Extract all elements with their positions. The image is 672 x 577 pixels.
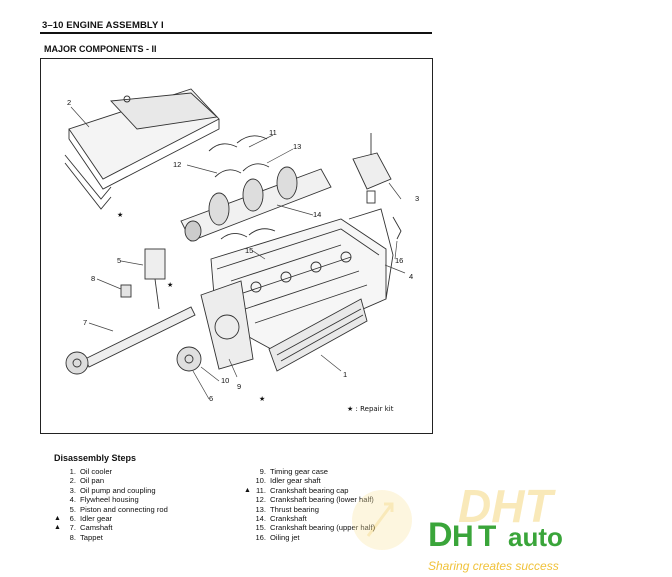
svg-text:D: D (428, 516, 453, 554)
bearing-caps-drawing (208, 135, 276, 240)
header-rule (40, 32, 432, 34)
engine-exploded-illustration: 1 2 3 4 5 6 7 8 9 10 11 12 13 14 15 16 ★… (64, 88, 419, 413)
callout-7: 7 (83, 318, 87, 327)
repair-kit-star: ★ (167, 281, 173, 289)
list-item: 16.Oiling jet (255, 532, 300, 542)
svg-text:T: T (478, 520, 496, 553)
callout-16: 16 (395, 256, 403, 265)
oil-pump-drawing (352, 133, 392, 204)
list-item: ▲11.Crankshaft bearing cap (244, 485, 349, 495)
callout-2: 2 (67, 98, 71, 107)
callout-11: 11 (269, 128, 277, 137)
exploded-view-diagram: 1 2 3 4 5 6 7 8 9 10 11 12 13 14 15 16 ★… (40, 58, 433, 434)
oil-cooler-drawing (268, 298, 368, 372)
callout-9: 9 (237, 382, 241, 391)
list-item: 2.Oil pan (69, 476, 105, 486)
disassembly-steps-right: 9.Timing gear case 10.Idler gear shaft ▲… (244, 467, 375, 542)
disassembly-steps-left: 1.Oil cooler 2.Oil pan 3.Oil pump and co… (54, 467, 168, 542)
list-item: 5.Piston and connecting rod (69, 504, 168, 514)
callout-8: 8 (91, 274, 95, 283)
svg-text:DHT: DHT (458, 480, 556, 532)
list-item: 12.Crankshaft bearing (lower half) (255, 495, 374, 505)
list-item: 3.Oil pump and coupling (69, 485, 156, 495)
list-item: ▲7.Camshaft (54, 523, 113, 533)
repair-kit-note: ★ : Repair kit (347, 405, 394, 413)
callout-3: 3 (415, 194, 419, 203)
callout-1: 1 (343, 370, 347, 379)
list-item: 9.Timing gear case (259, 467, 328, 476)
leader-lines (70, 106, 406, 400)
callout-5: 5 (117, 256, 121, 265)
svg-text:auto: auto (508, 522, 563, 552)
section-title: MAJOR COMPONENTS - II (44, 44, 157, 54)
list-item: 4.Flywheel housing (69, 495, 139, 505)
camshaft-drawing (65, 306, 196, 375)
repair-kit-star: ★ (117, 211, 123, 219)
page-header-title: 3–10 ENGINE ASSEMBLY I (42, 20, 164, 31)
list-item: 15.Crankshaft bearing (upper half) (255, 523, 376, 533)
dhtauto-watermark-logo: DHT D H T auto Sharing creates success (340, 470, 672, 577)
callout-15: 15 (245, 246, 253, 255)
callout-6: 6 (209, 394, 213, 403)
timing-gear-case-drawing (200, 280, 254, 370)
idler-gear-drawing (176, 346, 202, 372)
oiling-jet-drawing (392, 216, 402, 240)
list-item: 1.Oil cooler (69, 467, 113, 476)
list-item: 13.Thrust bearing (255, 504, 319, 514)
svg-text:H: H (452, 520, 474, 553)
callout-10: 10 (221, 376, 229, 385)
callout-4: 4 (409, 272, 413, 281)
list-item: ▲6.Idler gear (54, 514, 113, 524)
piston-rod-drawing (120, 248, 166, 310)
callout-12: 12 (173, 160, 181, 169)
crankshaft-drawing (180, 166, 332, 242)
disassembly-steps-title: Disassembly Steps (54, 453, 137, 463)
callout-13: 13 (293, 142, 301, 151)
list-item: 14.Crankshaft (255, 514, 307, 524)
svg-text:Sharing creates success: Sharing creates success (428, 559, 559, 573)
callout-14: 14 (313, 210, 321, 219)
list-item: 10.Idler gear shaft (255, 476, 321, 486)
list-item: 8.Tappet (69, 532, 103, 542)
repair-kit-star: ★ (259, 395, 265, 403)
oil-pan-drawing (64, 88, 220, 210)
